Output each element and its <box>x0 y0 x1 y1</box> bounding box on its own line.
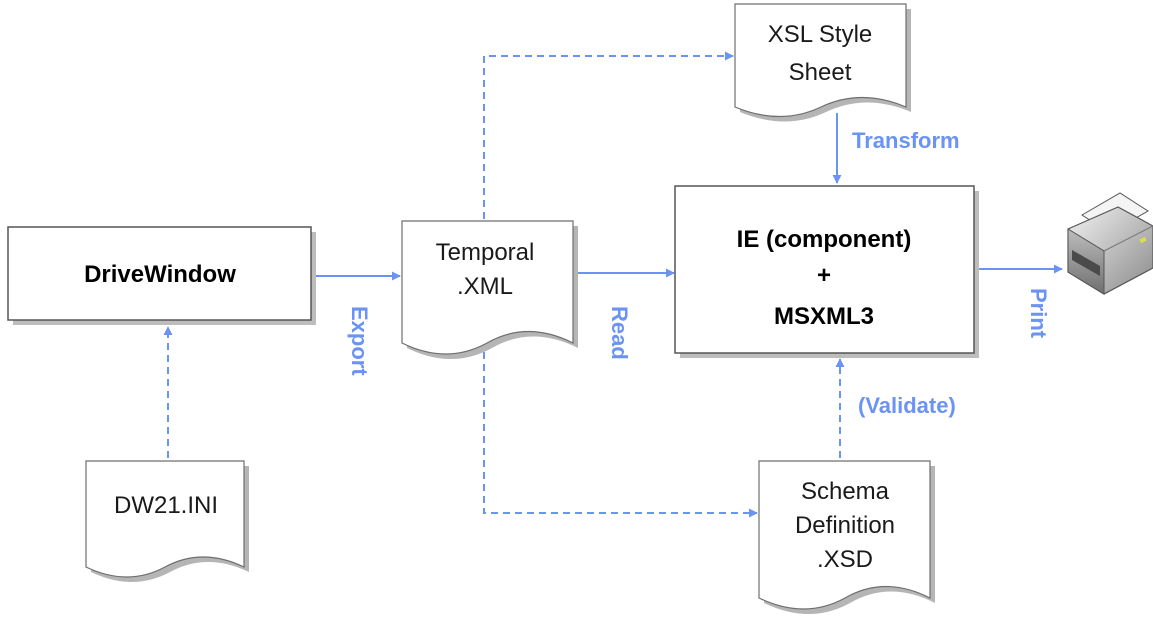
drivewindow-label: DriveWindow <box>84 261 236 288</box>
drivewindow-box: DriveWindow <box>7 226 316 325</box>
temporal-xml-line1: Temporal <box>436 239 535 266</box>
schema-definition-line3: .XSD <box>817 546 873 573</box>
temporal-xml-document: Temporal .XML <box>401 220 578 359</box>
dw21-ini-document: DW21.INI <box>85 460 249 582</box>
printer-icon <box>1067 192 1153 295</box>
transform-label: Transform <box>852 128 960 153</box>
xml-to-xsl-arrow <box>483 51 734 219</box>
ie-component-box: IE (component) + MSXML3 <box>674 185 979 358</box>
read-label: Read <box>607 306 632 360</box>
schema-definition-document: Schema Definition .XSD <box>758 460 935 614</box>
xsl-style-sheet-document: XSL Style Sheet <box>734 3 911 122</box>
ie-component-line3: MSXML3 <box>774 303 874 330</box>
temporal-xml-line2: .XML <box>457 273 513 300</box>
xsl-style-sheet-line2: Sheet <box>789 59 852 86</box>
print-label: Print <box>1026 288 1051 339</box>
xml-to-xsd-arrow <box>483 340 758 518</box>
ie-component-line1: IE (component) <box>737 226 912 253</box>
schema-definition-line1: Schema <box>801 478 890 505</box>
schema-definition-line2: Definition <box>795 512 895 539</box>
xsl-style-sheet-line1: XSL Style <box>768 21 873 48</box>
dw21-ini-label: DW21.INI <box>114 492 218 519</box>
validate-label: (Validate) <box>858 393 956 418</box>
ie-component-plus: + <box>817 262 831 289</box>
export-label: Export <box>347 306 372 376</box>
connectors <box>163 51 1063 518</box>
